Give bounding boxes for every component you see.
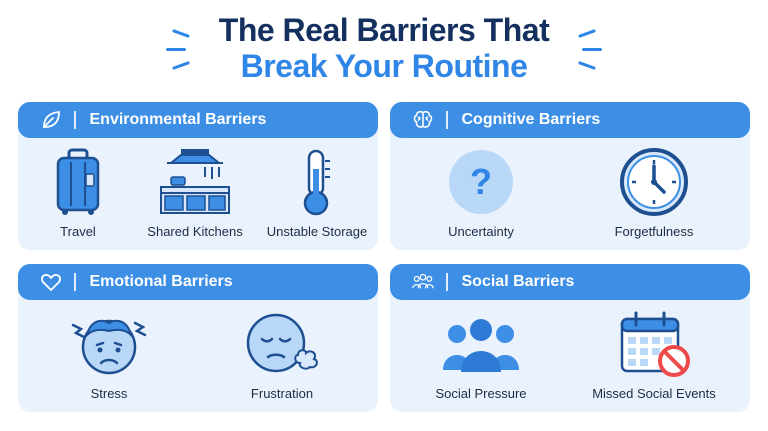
emotional-barriers-header: Emotional Barriers (18, 264, 378, 300)
barrier-item-missed-social-events: Missed Social Events (582, 308, 726, 401)
page-title-line2: Break Your Routine (240, 48, 528, 84)
clock-icon (618, 146, 690, 218)
barrier-label: Forgetfulness (614, 224, 694, 239)
barrier-item-unstable-storage: Unstable Storage (262, 146, 372, 239)
social-barriers-panel: Social Barriers Social Pressure (390, 264, 750, 412)
header-divider (74, 111, 76, 129)
barrier-item-travel: Travel (36, 146, 120, 239)
frustrated-face-icon (240, 308, 324, 380)
thermometer-icon (297, 146, 337, 218)
barrier-label: Shared Kitchens (147, 224, 243, 239)
environmental-barriers-panel: Environmental Barriers Travel (18, 102, 378, 250)
barrier-item-shared-kitchens: Shared Kitchens (136, 146, 254, 239)
spark-decoration (166, 48, 186, 51)
barrier-item-stress: Stress (54, 308, 164, 401)
header-divider (446, 111, 448, 129)
group-icon (439, 308, 523, 380)
header-divider (74, 273, 76, 291)
emotional-barriers-panel: Emotional Barriers Stress (18, 264, 378, 412)
cognitive-barriers-header: Cognitive Barriers (390, 102, 750, 138)
barrier-item-frustration: Frustration (222, 308, 342, 401)
spark-decoration (582, 48, 602, 51)
environmental-barriers-header: Environmental Barriers (18, 102, 378, 138)
emotional-barriers-title: Emotional Barriers (89, 273, 233, 290)
question-icon: ? (445, 146, 517, 218)
barrier-label: Uncertainty (448, 224, 514, 239)
barrier-item-social-pressure: Social Pressure (426, 308, 536, 401)
social-barriers-header: Social Barriers (390, 264, 750, 300)
leaf-icon (40, 109, 62, 131)
barrier-label: Stress (90, 386, 128, 401)
barrier-item-forgetfulness: Forgetfulness (594, 146, 714, 239)
suitcase-icon (50, 146, 106, 218)
barrier-label: Unstable Storage (266, 224, 368, 239)
header-divider (446, 273, 448, 291)
barrier-label: Frustration (250, 386, 314, 401)
kitchen-icon (157, 146, 233, 218)
brain-icon (412, 109, 434, 131)
social-barriers-title: Social Barriers (461, 273, 575, 290)
heart-icon (40, 271, 62, 293)
barrier-label: Missed Social Events (592, 386, 716, 401)
people-icon (412, 271, 434, 293)
barrier-item-uncertainty: ? Uncertainty (426, 146, 536, 239)
environmental-barriers-title: Environmental Barriers (89, 111, 267, 128)
barrier-label: Social Pressure (435, 386, 527, 401)
cognitive-barriers-title: Cognitive Barriers (461, 111, 601, 128)
calendar-cancel-icon (614, 308, 694, 380)
stressed-face-icon (67, 308, 151, 380)
svg-text:?: ? (470, 161, 492, 202)
barrier-label: Travel (60, 224, 96, 239)
page-title-line1: The Real Barriers That (218, 12, 550, 48)
cognitive-barriers-panel: Cognitive Barriers ? Uncertainty (390, 102, 750, 250)
